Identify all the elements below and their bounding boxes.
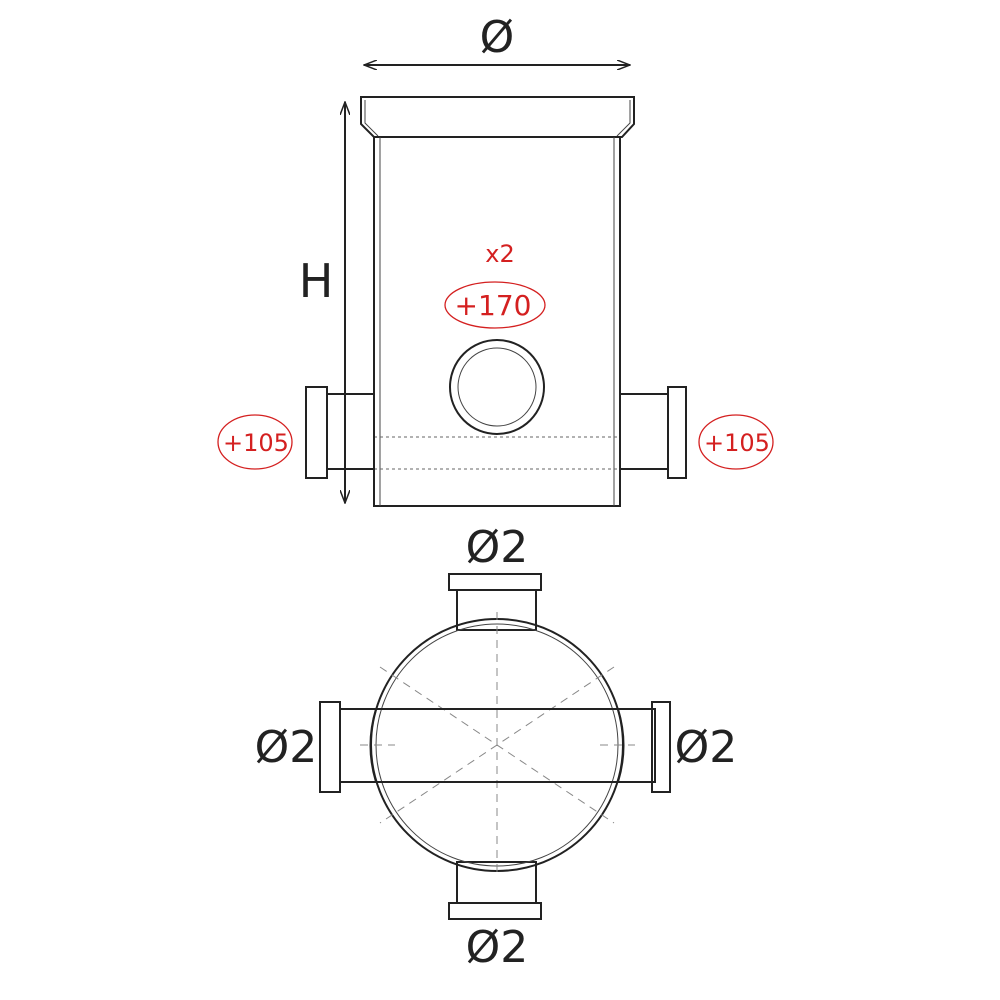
center-inlet-ellipse <box>444 281 546 329</box>
right-inlet-ellipse <box>698 414 774 470</box>
count-label: x2 <box>485 240 514 268</box>
center-inlet-label: +170 <box>455 289 532 322</box>
left-flange-top <box>319 701 341 793</box>
rim-inner-line <box>364 100 631 137</box>
diameter-label: Ø <box>480 12 515 63</box>
right-flange-top <box>651 701 671 793</box>
left-inlet-label: +105 <box>223 429 289 457</box>
chamber-body <box>373 136 621 507</box>
left-flange <box>305 386 328 479</box>
chamber-wall-behind-pipe <box>369 708 625 783</box>
side-view: Ø H x2 +170 +105 +105 <box>217 12 774 507</box>
center-inlet-inner <box>457 347 537 427</box>
center-lines <box>360 612 635 878</box>
top-flange <box>448 573 542 591</box>
top-view: Ø2 Ø2 Ø2 Ø2 <box>255 522 738 973</box>
top-pipe-label: Ø2 <box>466 522 529 573</box>
right-pipe-label: Ø2 <box>675 722 738 773</box>
right-flange <box>667 386 687 479</box>
center-inlet-outer <box>449 339 545 435</box>
chamber-rim <box>360 96 635 138</box>
left-inlet-ellipse <box>217 414 293 470</box>
right-inlet-label: +105 <box>704 429 770 457</box>
bottom-flange <box>448 902 542 920</box>
left-pipe-label: Ø2 <box>255 722 318 773</box>
left-pipe <box>326 393 375 470</box>
bottom-pipe-label: Ø2 <box>466 922 529 973</box>
right-pipe <box>619 393 669 470</box>
height-label: H <box>299 254 334 308</box>
